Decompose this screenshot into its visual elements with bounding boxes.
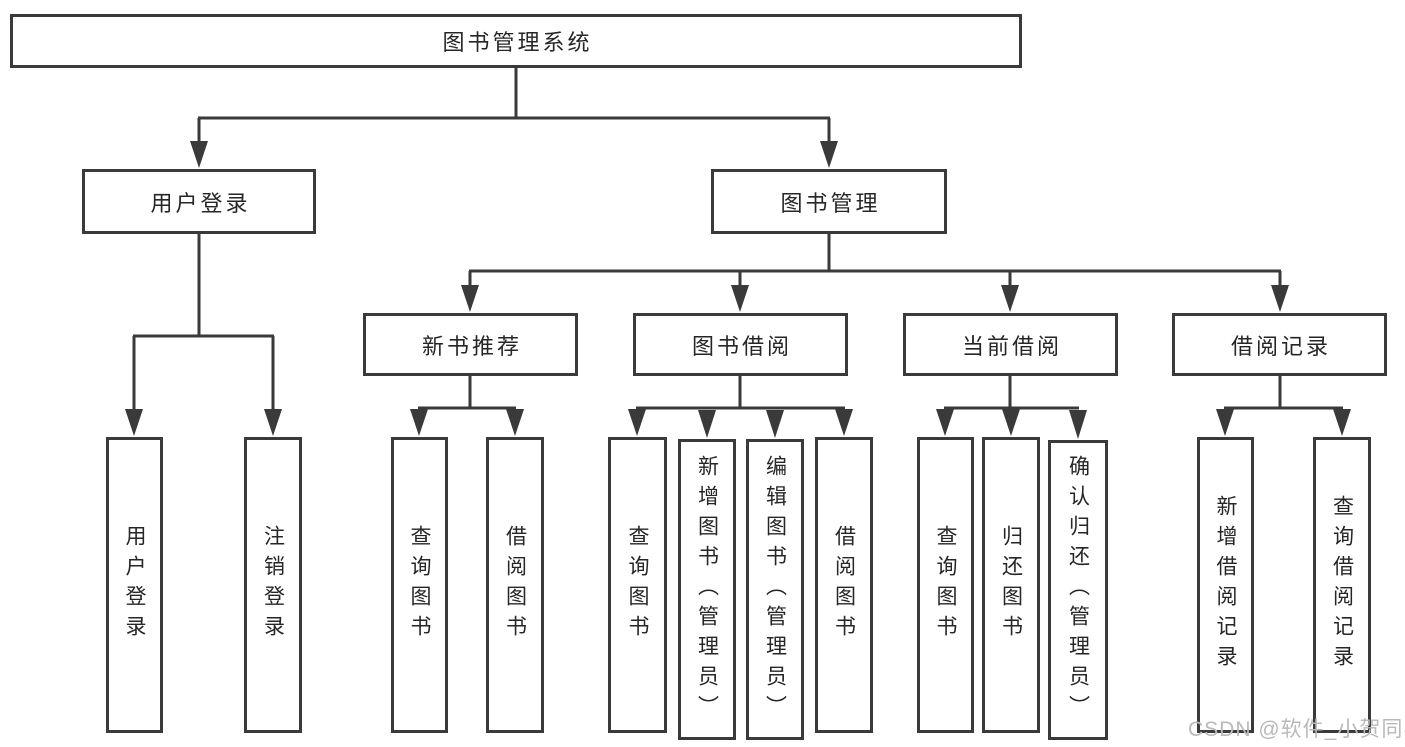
leaf-user-login: 用户登录 (106, 437, 163, 733)
leaf-borrow-query-books: 查询图书 (608, 437, 667, 733)
node-new-book-recommend: 新书推荐 (363, 313, 578, 376)
node-current-borrow: 当前借阅 (903, 313, 1118, 376)
leaf-record-query: 查询借阅记录 (1313, 437, 1371, 733)
leaf-borrow-edit-books-admin: 编辑图书（管理员） (746, 439, 804, 740)
leaf-newbook-borrow-books: 借阅图书 (486, 437, 544, 733)
leaf-logout: 注销登录 (244, 437, 302, 733)
node-root: 图书管理系统 (10, 14, 1022, 68)
leaf-current-return-books: 归还图书 (982, 437, 1040, 733)
leaf-borrow-borrow-books: 借阅图书 (815, 437, 873, 733)
csdn-watermark: CSDN @软件_小贺同学 (1188, 718, 1405, 741)
leaf-record-add: 新增借阅记录 (1197, 437, 1254, 733)
arrowhead-icons (125, 141, 1351, 439)
leaf-current-confirm-return-admin: 确认归还（管理员） (1048, 440, 1108, 740)
node-book-management: 图书管理 (711, 169, 947, 234)
leaf-current-query-books: 查询图书 (917, 437, 974, 733)
node-borrow-record: 借阅记录 (1172, 313, 1387, 376)
leaf-borrow-add-books-admin: 新增图书（管理员） (678, 439, 736, 740)
node-book-borrow: 图书借阅 (633, 313, 848, 376)
leaf-newbook-query-books: 查询图书 (391, 437, 448, 733)
node-user-login: 用户登录 (82, 169, 316, 234)
